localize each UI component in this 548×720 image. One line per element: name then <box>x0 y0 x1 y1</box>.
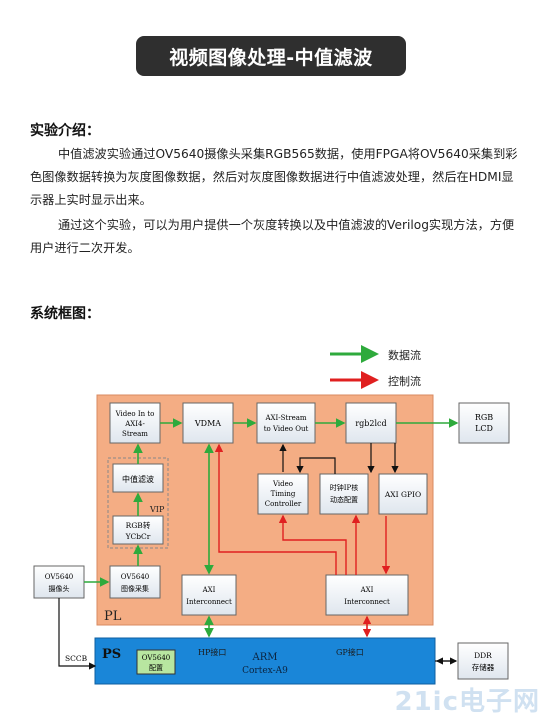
svg-text:Interconnect: Interconnect <box>186 598 232 606</box>
video-timing-controller-block: Video Timing Controller <box>257 473 309 515</box>
site-watermark: 21ic电子网 <box>394 687 540 717</box>
svg-text:摄像头: 摄像头 <box>49 584 70 593</box>
hp-port-label: HP接口 <box>198 647 226 657</box>
sccb-label: SCCB <box>65 654 88 663</box>
cortex-label: Cortex-A9 <box>242 666 288 676</box>
pl-label: PL <box>104 609 122 624</box>
svg-text:Stream: Stream <box>122 430 148 438</box>
gp-port-label: GP接口 <box>336 647 364 657</box>
ov5640-camera-block: OV5640 摄像头 <box>33 565 85 599</box>
signal-arrows <box>279 443 458 665</box>
clock-dynamic-config-block: 时钟IP核 动态配置 <box>319 473 369 515</box>
svg-text:OV5640: OV5640 <box>45 573 74 581</box>
svg-text:AXI4-: AXI4- <box>124 420 145 428</box>
svg-text:AXI-Stream: AXI-Stream <box>264 414 306 422</box>
svg-text:RGB转: RGB转 <box>126 520 151 530</box>
ov5640-config-block <box>136 649 176 675</box>
svg-text:YCbCr: YCbCr <box>125 532 151 541</box>
intro-paragraph-2: 通过这个实验，可以为用户提供一个灰度转换以及中值滤波的Verilog实现方法，方… <box>30 218 515 255</box>
svg-text:动态配置: 动态配置 <box>330 495 358 504</box>
axi-gpio-block: AXI GPIO <box>378 473 428 515</box>
data-flow-arrows <box>84 418 459 638</box>
ddr-memory-block: DDR 存储器 <box>457 642 509 680</box>
svg-text:VDMA: VDMA <box>194 419 221 428</box>
intro-paragraph-1: 中值滤波实验通过OV5640摄像头采集RGB565数据，使用FPGA将OV564… <box>30 147 518 207</box>
median-filter-block: 中值滤波 <box>112 463 164 493</box>
system-block-diagram: 数据流 控制流 PL VIP PS HP接口 GP接口 ARM Cortex-A… <box>33 345 510 685</box>
system-heading: 系统框图： <box>30 306 100 322</box>
ov5640-capture-block: OV5640 图像采集 <box>109 565 161 599</box>
svg-text:Interconnect: Interconnect <box>344 598 390 606</box>
svg-text:Controller: Controller <box>265 500 302 508</box>
rgb-lcd-block: RGB LCD <box>458 402 510 444</box>
video-in-block: Video In to AXI4- Stream <box>109 402 161 444</box>
svg-text:图像采集: 图像采集 <box>121 584 149 593</box>
rgb2ycbcr-block: RGB转 YCbCr <box>112 515 164 545</box>
svg-text:时钟IP核: 时钟IP核 <box>330 483 358 492</box>
ov5640-config-l1: OV5640 <box>142 654 171 662</box>
axi-interconnect-left-block: AXI Interconnect <box>181 574 237 616</box>
svg-text:存储器: 存储器 <box>472 662 495 672</box>
svg-text:Video: Video <box>272 480 293 488</box>
svg-text:OV5640: OV5640 <box>121 573 150 581</box>
axis-to-video-out-block: AXI-Stream to Video Out <box>256 402 316 444</box>
svg-text:DDR: DDR <box>474 651 492 660</box>
svg-text:AXI GPIO: AXI GPIO <box>384 490 421 499</box>
intro-heading: 实验介绍： <box>30 123 100 139</box>
svg-text:中值滤波: 中值滤波 <box>122 474 154 484</box>
legend-data-label: 数据流 <box>388 348 421 362</box>
svg-text:rgb2lcd: rgb2lcd <box>355 419 386 428</box>
axi-interconnect-right-block: AXI Interconnect <box>325 574 409 616</box>
svg-text:LCD: LCD <box>475 424 493 433</box>
svg-text:to Video Out: to Video Out <box>264 425 309 433</box>
page-title: 视频图像处理-中值滤波 <box>136 36 406 76</box>
rgb2lcd-block: rgb2lcd <box>345 402 397 444</box>
svg-text:RGB: RGB <box>475 413 493 422</box>
svg-text:AXI: AXI <box>360 586 374 594</box>
svg-text:AXI: AXI <box>202 586 216 594</box>
control-flow-arrows <box>214 443 391 638</box>
svg-text:Timing: Timing <box>271 490 296 498</box>
vip-label: VIP <box>149 505 165 514</box>
arm-label: ARM <box>252 652 278 663</box>
svg-text:Video In to: Video In to <box>115 410 155 418</box>
legend-control-label: 控制流 <box>388 374 421 388</box>
vdma-block: VDMA <box>182 402 234 444</box>
ps-label: PS <box>102 647 121 662</box>
ov5640-config-l2: 配置 <box>149 664 163 672</box>
